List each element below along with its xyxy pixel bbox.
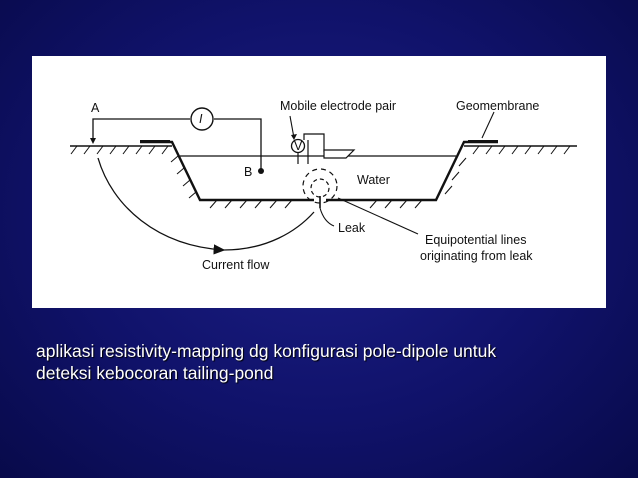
caption-line-2: deteksi kebocoran tailing-pond <box>36 363 274 383</box>
label-water: Water <box>357 173 390 187</box>
label-current-flow: Current flow <box>202 258 270 272</box>
geomembrane-liner <box>140 140 498 202</box>
label-equipotential-line1: Equipotential lines <box>425 233 526 247</box>
electrode-a <box>90 118 262 169</box>
voltmeter-icon <box>290 138 306 154</box>
caption-line-1: aplikasi resistivity-mapping dg konfigur… <box>36 341 497 361</box>
label-equipotential-line2: originating from leak <box>420 249 533 263</box>
label-geomembrane: Geomembrane <box>456 99 539 113</box>
pond-diagram-figure: A I B V Mobile electrode pair Geomembran… <box>32 56 606 308</box>
slide-caption: aplikasi resistivity-mapping dg konfigur… <box>36 340 616 384</box>
label-voltmeter: V <box>294 139 303 153</box>
current-flow-arrow <box>97 157 226 255</box>
label-mobile-electrode-pair: Mobile electrode pair <box>280 99 396 113</box>
pond-diagram-svg: A I B V Mobile electrode pair Geomembran… <box>70 99 577 272</box>
label-current-meter: I <box>199 112 203 126</box>
mobile-electrode-pair <box>289 115 356 164</box>
current-meter-icon <box>190 107 214 131</box>
leak-equipotential <box>302 168 419 235</box>
label-b: B <box>244 165 252 179</box>
ground-surface <box>70 145 577 209</box>
label-a: A <box>91 101 100 115</box>
electrode-b <box>258 168 264 174</box>
label-leak: Leak <box>338 221 366 235</box>
